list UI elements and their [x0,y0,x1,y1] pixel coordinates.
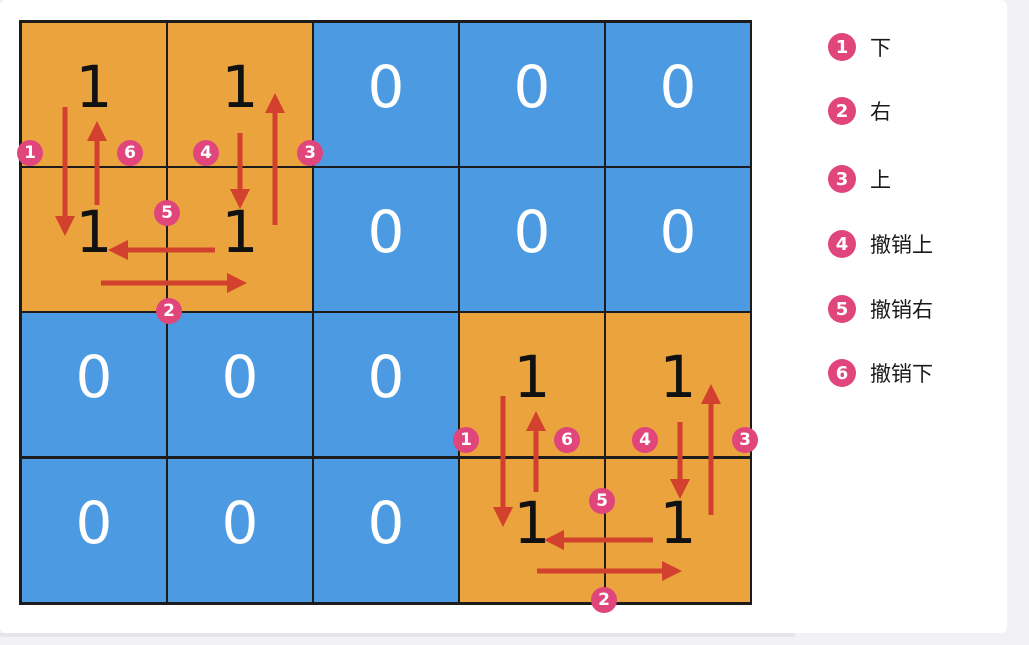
cell-value: 1 [75,197,113,266]
legend-label: 右 [870,100,891,124]
step-badge: 6 [554,427,580,453]
grid-cell: 0 [314,168,458,311]
cell-value: 0 [221,488,259,557]
legend-item: 1 下 [828,32,891,62]
step-badge: 1 [453,427,479,453]
grid-cell: 0 [460,23,604,166]
grid-cell: 1 [22,23,166,166]
cell-value: 0 [221,342,259,411]
grid-cell: 0 [314,313,458,456]
legend-badge: 5 [828,295,856,323]
grid-cell: 1 [606,313,750,456]
cell-value: 1 [513,342,551,411]
legend-label: 下 [870,36,891,60]
grid-cell: 0 [606,168,750,311]
grid-cell: 0 [314,23,458,166]
cell-value: 0 [367,197,405,266]
grid-cell: 0 [168,459,312,602]
cell-value: 0 [75,488,113,557]
step-badge: 5 [154,200,180,226]
grid-cell: 1 [606,459,750,602]
grid-cell: 1 [168,23,312,166]
step-badge: 2 [591,587,617,613]
step-badge: 4 [632,427,658,453]
cell-value: 0 [659,52,697,121]
step-badge: 4 [193,140,219,166]
legend-item: 5 撤销右 [828,294,933,324]
grid-cell: 1 [460,459,604,602]
legend-badge: 2 [828,97,856,125]
grid-cell: 1 [168,168,312,311]
card-bottom-edge [0,633,795,637]
cell-value: 0 [367,342,405,411]
legend-badge: 3 [828,165,856,193]
island-grid: 1 1 0 0 0 1 1 0 0 0 0 0 0 1 1 0 0 0 1 1 [19,20,752,605]
cell-value: 0 [513,52,551,121]
cell-value: 1 [221,197,259,266]
grid-cell: 0 [22,313,166,456]
step-badge: 1 [17,140,43,166]
cell-value: 1 [513,488,551,557]
grid-cell: 0 [314,459,458,602]
grid-cell: 1 [22,168,166,311]
legend-label: 上 [870,168,891,192]
cell-value: 1 [659,488,697,557]
cell-value: 1 [659,342,697,411]
grid-cell: 1 [460,313,604,456]
grid-cell: 0 [460,168,604,311]
cell-value: 1 [75,52,113,121]
cell-value: 0 [75,342,113,411]
legend-label: 撤销右 [870,298,933,322]
legend-item: 2 右 [828,96,891,126]
step-badge: 2 [156,298,182,324]
step-badge: 3 [732,427,758,453]
step-badge: 6 [117,140,143,166]
cell-value: 0 [367,52,405,121]
cell-value: 0 [659,197,697,266]
legend-label: 撤销下 [870,362,933,386]
legend-badge: 6 [828,359,856,387]
cell-value: 1 [221,52,259,121]
legend-badge: 4 [828,230,856,258]
legend-item: 4 撤销上 [828,229,933,259]
grid-cell: 0 [22,459,166,602]
legend-item: 3 上 [828,164,891,194]
legend-label: 撤销上 [870,233,933,257]
legend-badge: 1 [828,33,856,61]
cell-value: 0 [513,197,551,266]
step-badge: 3 [297,140,323,166]
step-badge: 5 [589,488,615,514]
cell-value: 0 [367,488,405,557]
grid-cell: 0 [606,23,750,166]
legend-item: 6 撤销下 [828,358,933,388]
grid-cell: 0 [168,313,312,456]
